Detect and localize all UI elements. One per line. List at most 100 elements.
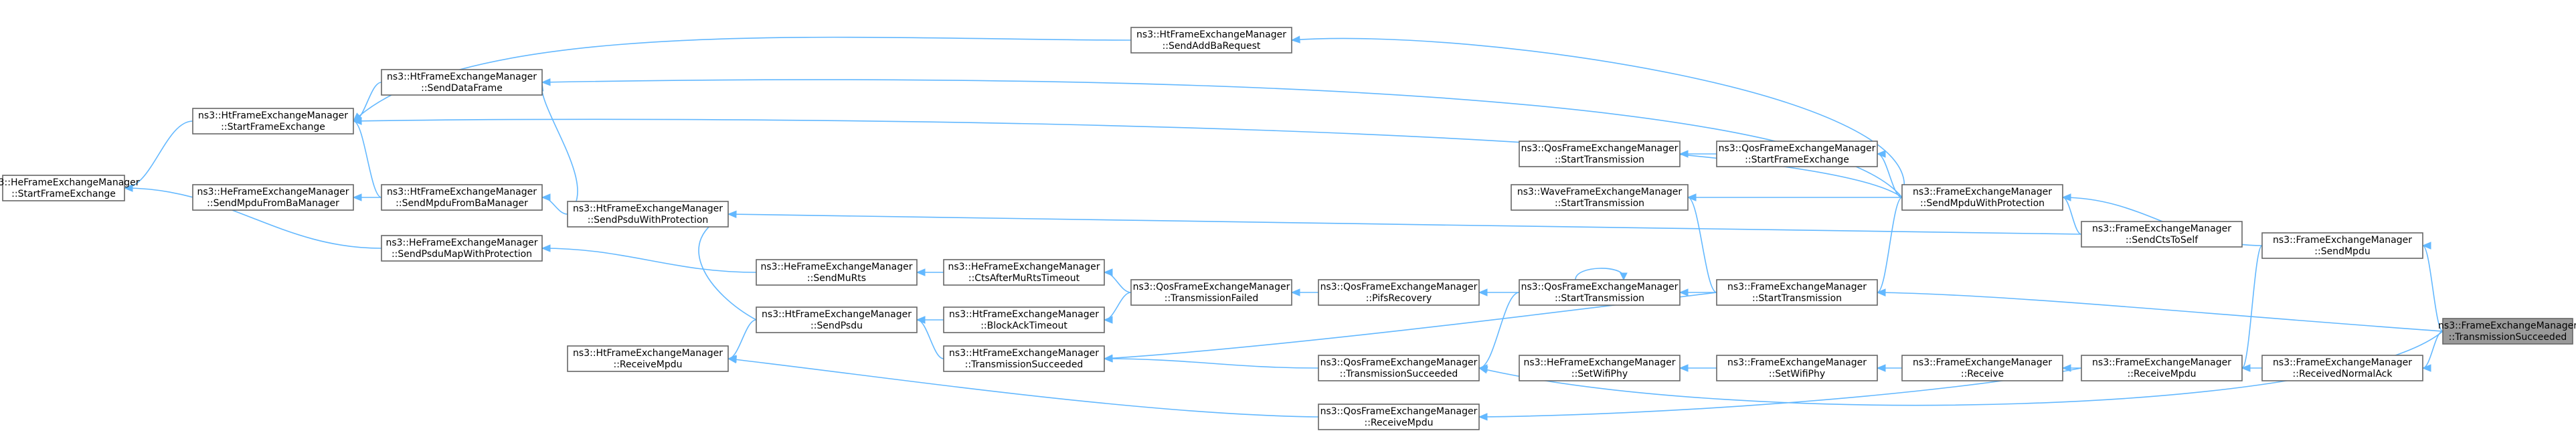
node-fe-receive-mpdu[interactable]: ns3::FrameExchangeManager::ReceiveMpdu — [2081, 355, 2243, 381]
edge-qos-start-transmission-b-to-qos-pifs-recovery — [1478, 288, 1519, 296]
node-box — [1519, 355, 1681, 381]
node-ht-transmission-succeeded[interactable]: ns3::HtFrameExchangeManager::Transmissio… — [943, 345, 1105, 372]
edge-fe-received-normal-ack-to-fe-receive-mpdu — [2241, 364, 2263, 372]
node-box — [381, 184, 543, 211]
edge-fe-send-cts-to-self-to-ht-send-psdu-with-protection — [727, 210, 2082, 235]
node-class-label: ns3::HtFrameExchangeManager — [198, 110, 348, 121]
node-class-label: ns3::HeFrameExchangeManager — [1523, 357, 1675, 368]
node-class-label: ns3::HtFrameExchangeManager — [387, 72, 537, 82]
node-fe-send-mpdu[interactable]: ns3::FrameExchangeManager::SendMpdu — [2261, 232, 2423, 259]
node-ht-send-psdu-with-protection[interactable]: ns3::HtFrameExchangeManager::SendPsduWit… — [567, 201, 729, 228]
node-box — [1716, 355, 1878, 381]
edge-fe-receive-to-fe-set-wifi-phy — [1876, 364, 1903, 372]
node-box — [381, 69, 543, 96]
node-class-label: ns3::QosFrameExchangeManager — [1133, 282, 1290, 292]
node-class-label: ns3::HtFrameExchangeManager — [387, 187, 537, 197]
nodes: ns3::HeFrameExchangeManager::StartFrameE… — [0, 27, 2576, 430]
node-qos-start-frame-exchange[interactable]: ns3::QosFrameExchangeManager::StartFrame… — [1716, 141, 1878, 167]
node-fe-set-wifi-phy[interactable]: ns3::FrameExchangeManager::SetWifiPhy — [1716, 355, 1878, 381]
edge-fe-send-mpdu-with-protection-to-ht-send-add-ba-request — [1290, 35, 1905, 198]
node-he-cts-after-mu-rts-timeout[interactable]: ns3::HeFrameExchangeManager::CtsAfterMuR… — [943, 259, 1105, 286]
edge-fe-transmission-succeeded-to-fe-start-transmission — [1876, 288, 2443, 332]
node-box — [1511, 184, 1689, 211]
edge-fe-send-mpdu-with-protection-to-wave-start-transmission — [1687, 193, 1902, 201]
edge-he-send-mu-rts-to-he-send-psdu-map-with-protection — [541, 244, 757, 273]
edge-he-cts-after-mu-rts-timeout-to-he-send-mu-rts — [916, 268, 944, 276]
node-fe-transmission-succeeded[interactable]: ns3::FrameExchangeManager::TransmissionS… — [2438, 318, 2576, 345]
node-method-label: ::StartFrameExchange — [221, 122, 325, 132]
node-box — [1901, 355, 2063, 381]
node-ht-send-add-ba-request[interactable]: ns3::HtFrameExchangeManager::SendAddBaRe… — [1130, 27, 1292, 54]
node-he-send-mpdu-from-ba-manager[interactable]: ns3::HeFrameExchangeManager::SendMpduFro… — [192, 184, 354, 211]
edge-qos-transmission-succeeded-to-ht-transmission-succeeded — [1103, 355, 1319, 369]
node-method-label: ::SendMpdu — [2314, 246, 2370, 257]
node-ht-start-frame-exchange[interactable]: ns3::HtFrameExchangeManager::StartFrameE… — [192, 108, 354, 135]
node-qos-receive-mpdu[interactable]: ns3::QosFrameExchangeManager::ReceiveMpd… — [1318, 404, 1480, 430]
node-box — [2, 175, 125, 201]
node-method-label: ::StartTransmission — [1752, 293, 1842, 304]
node-qos-start-transmission-b[interactable]: ns3::QosFrameExchangeManager::StartTrans… — [1519, 279, 1681, 306]
node-class-label: ns3::QosFrameExchangeManager — [1521, 143, 1679, 154]
edge-fe-send-mpdu-with-protection-to-qos-start-frame-exchange — [1876, 150, 1903, 198]
node-qos-start-transmission-a[interactable]: ns3::QosFrameExchangeManager::StartTrans… — [1519, 141, 1681, 167]
node-ht-send-mpdu-from-ba-manager[interactable]: ns3::HtFrameExchangeManager::SendMpduFro… — [381, 184, 543, 211]
node-fe-start-transmission[interactable]: ns3::FrameExchangeManager::StartTransmis… — [1716, 279, 1878, 306]
node-box — [2442, 318, 2573, 345]
node-ht-send-psdu[interactable]: ns3::HtFrameExchangeManager::SendPsdu — [756, 306, 918, 333]
node-ht-block-ack-timeout[interactable]: ns3::HtFrameExchangeManager::BlockAckTim… — [943, 306, 1105, 333]
node-method-label: ::SendPsdu — [810, 321, 863, 331]
edge-fe-start-transmission-to-wave-start-transmission — [1687, 193, 1717, 293]
node-qos-transmission-succeeded[interactable]: ns3::QosFrameExchangeManager::Transmissi… — [1318, 355, 1480, 381]
node-box — [943, 345, 1105, 372]
edge-qos-start-frame-exchange-to-qos-start-transmission-a — [1679, 150, 1717, 158]
node-fe-send-cts-to-self[interactable]: ns3::FrameExchangeManager::SendCtsToSelf — [2081, 221, 2243, 248]
node-wave-start-transmission[interactable]: ns3::WaveFrameExchangeManager::StartTran… — [1511, 184, 1689, 211]
node-method-label: ::TransmissionSucceeded — [2449, 332, 2567, 343]
node-class-label: ns3::FrameExchangeManager — [1727, 282, 1867, 292]
node-class-label: ns3::HtFrameExchangeManager — [949, 348, 1099, 359]
node-class-label: ns3::FrameExchangeManager — [1913, 357, 2052, 368]
node-box — [567, 201, 729, 228]
edge-fe-send-cts-to-self-to-fe-send-mpdu-with-protection — [2061, 193, 2082, 235]
node-class-label: ns3::QosFrameExchangeManager — [1719, 143, 1876, 154]
node-he-set-wifi-phy[interactable]: ns3::HeFrameExchangeManager::SetWifiPhy — [1519, 355, 1681, 381]
node-fe-received-normal-ack[interactable]: ns3::FrameExchangeManager::ReceivedNorma… — [2261, 355, 2423, 381]
node-box — [1716, 141, 1878, 167]
node-qos-transmission-failed[interactable]: ns3::QosFrameExchangeManager::Transmissi… — [1130, 279, 1292, 306]
node-box — [381, 235, 543, 262]
node-method-label: ::Receive — [1961, 369, 2004, 379]
edge-ht-start-frame-exchange-to-he-start-frame-exchange — [123, 120, 193, 192]
node-box — [1901, 184, 2063, 211]
node-method-label: ::StartTransmission — [1555, 155, 1644, 165]
node-class-label: ns3::FrameExchangeManager — [2092, 224, 2231, 234]
node-box — [1318, 404, 1480, 430]
node-method-label: ::BlockAckTimeout — [980, 321, 1067, 331]
node-method-label: ::ReceiveMpdu — [614, 359, 683, 370]
node-he-send-psdu-map-with-protection[interactable]: ns3::HeFrameExchangeManager::SendPsduMap… — [381, 235, 543, 262]
node-box — [1519, 279, 1681, 306]
node-fe-receive[interactable]: ns3::FrameExchangeManager::Receive — [1901, 355, 2063, 381]
node-fe-send-mpdu-with-protection[interactable]: ns3::FrameExchangeManager::SendMpduWithP… — [1901, 184, 2063, 211]
node-he-start-frame-exchange[interactable]: ns3::HeFrameExchangeManager::StartFrameE… — [0, 175, 140, 201]
edge-ht-send-psdu-to-ht-send-psdu-with-protection — [698, 213, 757, 321]
node-box — [756, 259, 918, 286]
node-class-label: ns3::HeFrameExchangeManager — [948, 262, 1100, 272]
edge-ht-send-mpdu-from-ba-manager-to-ht-start-frame-exchange — [352, 117, 382, 198]
node-class-label: ns3::WaveFrameExchangeManager — [1517, 187, 1683, 197]
node-ht-receive-mpdu[interactable]: ns3::HtFrameExchangeManager::ReceiveMpdu — [567, 345, 729, 372]
node-qos-pifs-recovery[interactable]: ns3::QosFrameExchangeManager::PifsRecove… — [1318, 279, 1480, 306]
node-box — [1318, 279, 1480, 306]
node-method-label: ::ReceiveMpdu — [2128, 369, 2197, 379]
node-method-label: ::SendCtsToSelf — [2126, 235, 2199, 246]
edge-qos-transmission-failed-to-ht-block-ack-timeout — [1103, 292, 1132, 324]
node-class-label: ns3::QosFrameExchangeManager — [1521, 282, 1679, 292]
node-class-label: ns3::QosFrameExchangeManager — [1320, 282, 1478, 292]
node-method-label: ::SendAddBaRequest — [1163, 41, 1261, 52]
node-method-label: ::SendMpduFromBaManager — [207, 198, 339, 209]
node-ht-send-data-frame[interactable]: ns3::HtFrameExchangeManager::SendDataFra… — [381, 69, 543, 96]
edge-ht-send-psdu-with-protection-to-ht-send-data-frame — [536, 81, 578, 215]
node-he-send-mu-rts[interactable]: ns3::HeFrameExchangeManager::SendMuRts — [756, 259, 918, 286]
edge-fe-send-mpdu-to-fe-receive-mpdu — [2241, 245, 2263, 372]
node-class-label: ns3::HtFrameExchangeManager — [573, 203, 723, 214]
